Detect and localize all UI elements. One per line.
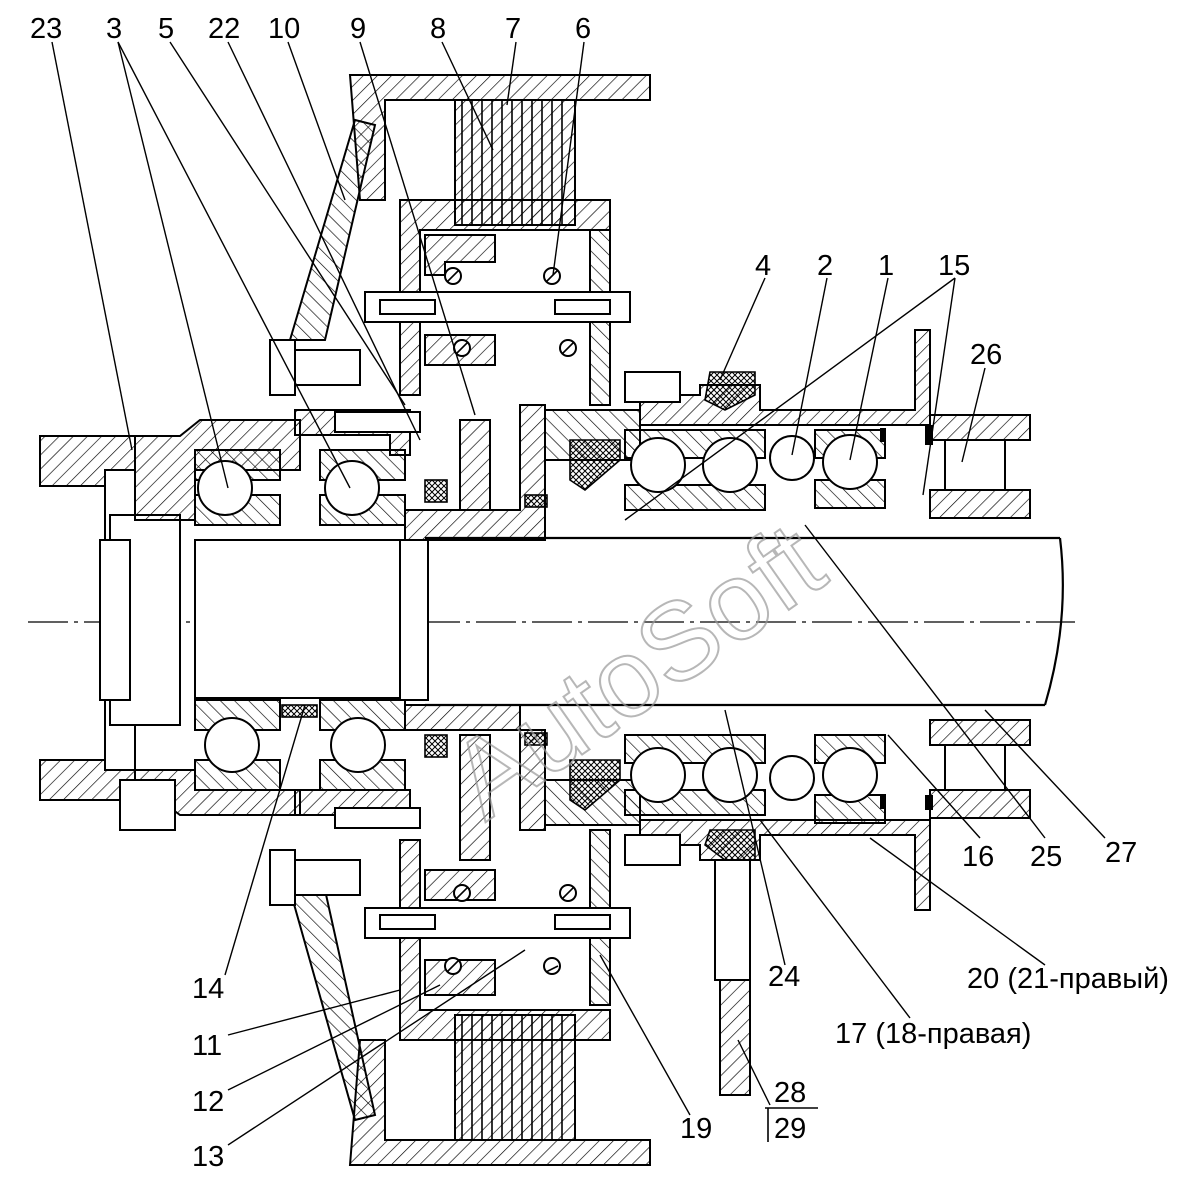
callout-1: 1 xyxy=(878,250,894,282)
callout-12: 12 xyxy=(192,1086,224,1118)
callout-10: 10 xyxy=(268,13,300,45)
callout-13: 13 xyxy=(192,1141,224,1173)
o-rings xyxy=(444,267,577,975)
callout-29: 29 xyxy=(774,1113,806,1145)
callout-9: 9 xyxy=(350,13,366,45)
callout-14: 14 xyxy=(192,973,224,1005)
callout-2: 2 xyxy=(817,250,833,282)
through-bolts xyxy=(364,291,631,939)
callout-4: 4 xyxy=(755,250,771,282)
callout-6: 6 xyxy=(575,13,591,45)
callout-20-21: 20 (21-правый) xyxy=(967,963,1169,995)
callout-19: 19 xyxy=(680,1113,712,1145)
mount-bolts xyxy=(119,339,421,906)
callout-5: 5 xyxy=(158,13,174,45)
callout-3: 3 xyxy=(106,13,122,45)
callout-26: 26 xyxy=(970,339,1002,371)
main-shaft xyxy=(194,536,1064,707)
flange-23 xyxy=(39,435,181,801)
callout-8: 8 xyxy=(430,13,446,45)
callout-7: 7 xyxy=(505,13,521,45)
callout-15: 15 xyxy=(938,250,970,282)
leader-lines xyxy=(51,41,1106,1146)
callout-17-18: 17 (18-правая) xyxy=(835,1018,1031,1050)
callout-16: 16 xyxy=(962,841,994,873)
callout-22: 22 xyxy=(208,13,240,45)
callout-23: 23 xyxy=(30,13,62,45)
end-nut-26 xyxy=(880,414,1031,819)
callout-labels: 23 3 5 22 10 9 8 7 6 4 2 1 15 26 14 11 1… xyxy=(30,13,1169,1173)
hub-body xyxy=(404,404,546,861)
left-bearings-3 xyxy=(194,449,406,791)
seals-22 xyxy=(424,479,548,758)
callout-24: 24 xyxy=(768,961,800,993)
callout-27: 27 xyxy=(1105,837,1137,869)
lip-seals-4 xyxy=(569,371,756,861)
callout-25: 25 xyxy=(1030,841,1062,873)
callout-11: 11 xyxy=(192,1030,222,1062)
lever-28-29 xyxy=(624,371,751,1096)
callout-28: 28 xyxy=(774,1077,806,1109)
